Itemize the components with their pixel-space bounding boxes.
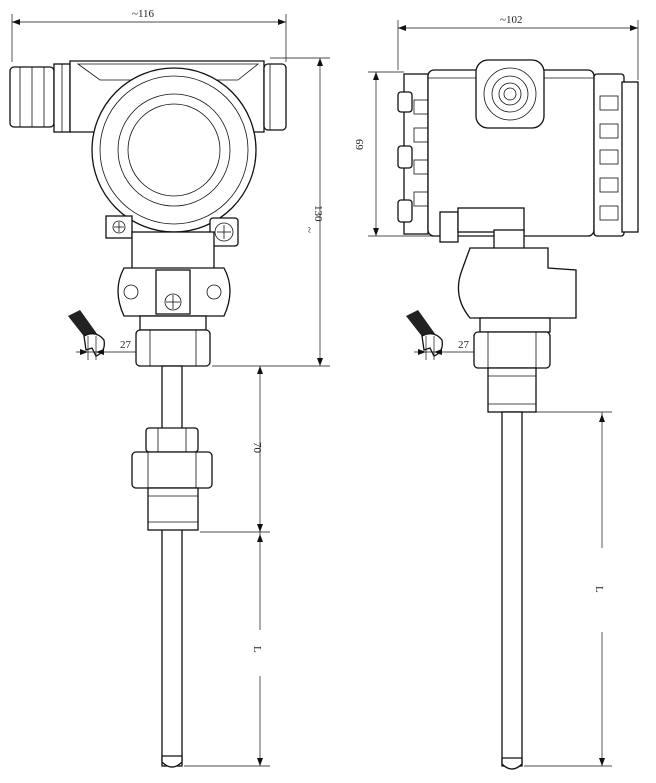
dim-height-front-approx: ~ (303, 227, 315, 233)
sensor-body (457, 247, 577, 333)
dim-wrench-side-label: 27 (458, 339, 470, 351)
dim-length-front-label: L (251, 646, 263, 653)
probe-stem-side (501, 411, 523, 770)
dim-length-front (184, 532, 270, 767)
dim-wrench-front-label: 27 (120, 339, 132, 351)
dim-width-front (11, 14, 287, 62)
hex-nut-side (473, 331, 551, 369)
dim-insertion-front (200, 366, 270, 533)
cable-gland (9, 63, 71, 133)
cover-right (593, 73, 639, 237)
side-view: ~102 69 27 L (354, 14, 639, 770)
dim-height-front (212, 57, 330, 367)
dim-width-front-label: ~116 (132, 8, 155, 20)
dim-length-side-label: L (593, 586, 605, 593)
thread-section (487, 367, 537, 413)
dim-wrench-front (76, 336, 136, 360)
compression-fitting (131, 427, 213, 531)
dim-width-side-label: ~102 (500, 14, 522, 26)
wrench-icon (68, 310, 105, 357)
dim-length-side (524, 411, 612, 767)
front-view: ~116 130 ~ 27 70 (9, 8, 330, 768)
cover-left (397, 73, 429, 235)
dim-height-front-label: 130 (312, 205, 324, 222)
ground-screw-left (105, 215, 133, 239)
dim-height-side (368, 71, 440, 237)
mounting-tabs (439, 207, 525, 255)
dim-width-side (397, 20, 639, 80)
hex-nut-upper (135, 329, 211, 367)
sensor-block (117, 231, 231, 331)
ground-screw-right (209, 217, 239, 247)
display-cover (91, 67, 257, 233)
dim-wrench-side (414, 336, 474, 360)
dim-height-side-label: 69 (354, 139, 366, 151)
dim-insertion-front-label: 70 (251, 442, 263, 454)
probe-stem (161, 365, 183, 768)
wrench-icon-side (406, 310, 443, 357)
cable-entry (475, 59, 545, 129)
